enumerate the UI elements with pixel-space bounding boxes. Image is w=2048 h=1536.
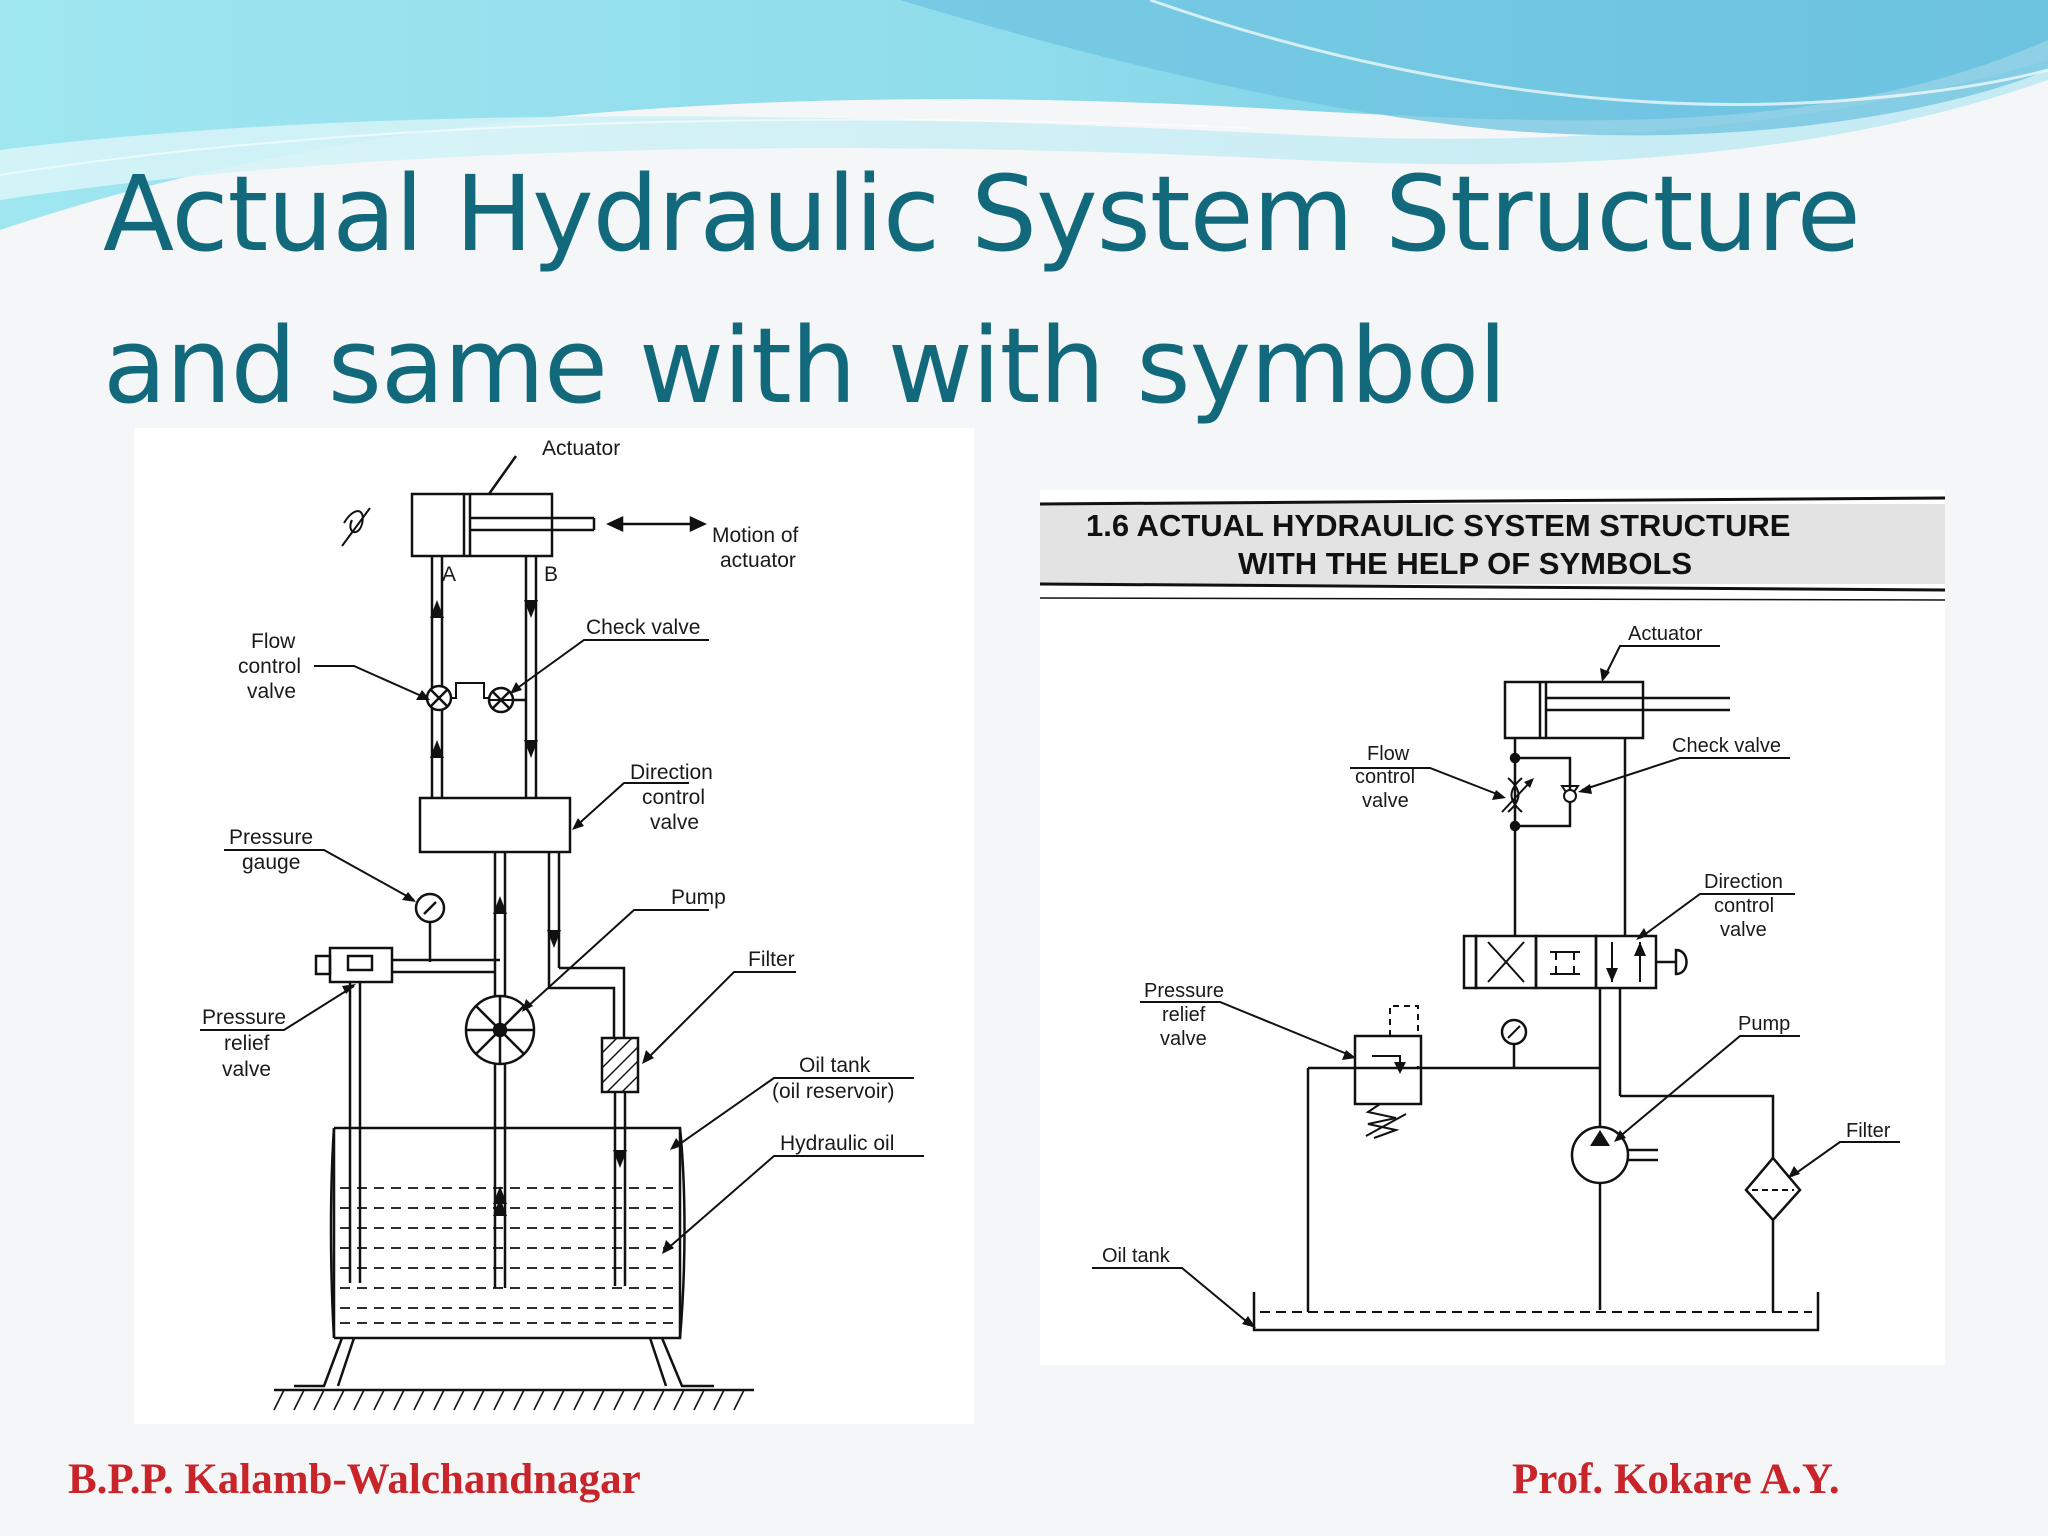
right-check-valve-label: Check valve	[1672, 735, 1781, 757]
left-pump-label: Pump	[671, 886, 726, 909]
slide-title-line-2: and same with with symbol	[103, 305, 1507, 427]
motion-arrow	[606, 516, 707, 532]
check-valve-symbol	[1515, 756, 1580, 828]
left-oil-tank-label-1: Oil tank	[799, 1054, 871, 1077]
textbook-header-line-1: 1.6 ACTUAL HYDRAULIC SYSTEM STRUCTURE	[1086, 508, 1790, 543]
direction-control-valve-symbol	[1462, 934, 1688, 990]
left-hydraulic-oil-label: Hydraulic oil	[780, 1132, 894, 1155]
pressure-relief-valve-symbol	[1353, 1005, 1423, 1139]
pump-symbol	[464, 994, 536, 1066]
footer-author: Prof. Kokare A.Y.	[1512, 1456, 1840, 1503]
right-actuator-label: Actuator	[1628, 623, 1703, 645]
left-filter-label: Filter	[748, 948, 795, 971]
left-direction-label-2: control	[642, 786, 705, 809]
direction-control-valve-block	[418, 796, 572, 854]
check-valve-symbol	[487, 686, 526, 714]
left-relief-label-1: Pressure	[202, 1006, 286, 1029]
right-direction-label-1: Direction	[1704, 871, 1783, 893]
slide-title: Actual Hydraulic System Structure and sa…	[103, 138, 1963, 442]
pressure-relief-valve-block	[314, 946, 500, 1283]
left-relief-label-2: relief	[224, 1032, 270, 1055]
textbook-header-line-2: WITH THE HELP OF SYMBOLS	[1238, 546, 1692, 581]
right-pump-label: Pump	[1738, 1013, 1790, 1035]
pipe-b	[524, 556, 538, 798]
pump-symbol	[1570, 1125, 1658, 1185]
right-relief-label-3: valve	[1160, 1028, 1207, 1050]
right-relief-label-2: relief	[1162, 1004, 1206, 1026]
left-motion-label-1: Motion of	[712, 524, 799, 547]
right-direction-label-2: control	[1714, 895, 1774, 917]
pressure-gauge-symbol	[1500, 1018, 1528, 1068]
right-flow-label-1: Flow	[1367, 743, 1410, 765]
left-direction-label-1: Direction	[630, 761, 713, 784]
left-flow-label-2: control	[238, 655, 301, 678]
left-actuator-label: Actuator	[542, 437, 620, 460]
pressure-gauge-symbol	[414, 892, 446, 962]
left-flow-label-1: Flow	[251, 630, 296, 653]
left-gauge-label-2: gauge	[242, 851, 300, 874]
right-filter-label: Filter	[1846, 1120, 1891, 1142]
symbolic-hydraulic-system-diagram: 1.6 ACTUAL HYDRAULIC SYSTEM STRUCTURE WI…	[1040, 490, 1945, 1365]
right-flow-label-3: valve	[1362, 790, 1409, 812]
flow-control-valve-symbol	[425, 682, 489, 712]
footer-institution: B.P.P. Kalamb-Walchandnagar	[68, 1456, 641, 1503]
textbook-section-header: 1.6 ACTUAL HYDRAULIC SYSTEM STRUCTURE WI…	[1040, 496, 1945, 601]
oil-tank	[273, 1126, 754, 1411]
right-flow-label-2: control	[1355, 766, 1415, 788]
actual-hydraulic-system-diagram: Actuator Motion of actuator A B	[134, 428, 974, 1424]
oil-tank-symbol	[1252, 1292, 1820, 1332]
filter-symbol	[1744, 1156, 1802, 1312]
left-oil-tank-label-2: (oil reservoir)	[772, 1080, 895, 1103]
left-flow-label-3: valve	[247, 680, 296, 703]
port-a-label: A	[442, 563, 456, 586]
right-direction-label-3: valve	[1720, 919, 1767, 941]
left-gauge-label-1: Pressure	[229, 826, 313, 849]
actuator-symbol	[1503, 680, 1730, 740]
left-relief-label-3: valve	[222, 1058, 271, 1081]
filter-element	[600, 1036, 640, 1094]
slide-title-line-1: Actual Hydraulic System Structure	[103, 153, 1861, 275]
left-check-valve-label: Check valve	[586, 616, 700, 639]
left-motion-label-2: actuator	[720, 549, 796, 572]
right-oil-tank-label: Oil tank	[1102, 1245, 1171, 1267]
right-relief-label-1: Pressure	[1144, 980, 1224, 1002]
actuator-cylinder	[410, 455, 596, 558]
left-direction-label-3: valve	[650, 811, 699, 834]
flow-control-valve-symbol	[1501, 777, 1534, 813]
port-b-label: B	[544, 563, 558, 586]
pipe-a	[430, 556, 444, 798]
